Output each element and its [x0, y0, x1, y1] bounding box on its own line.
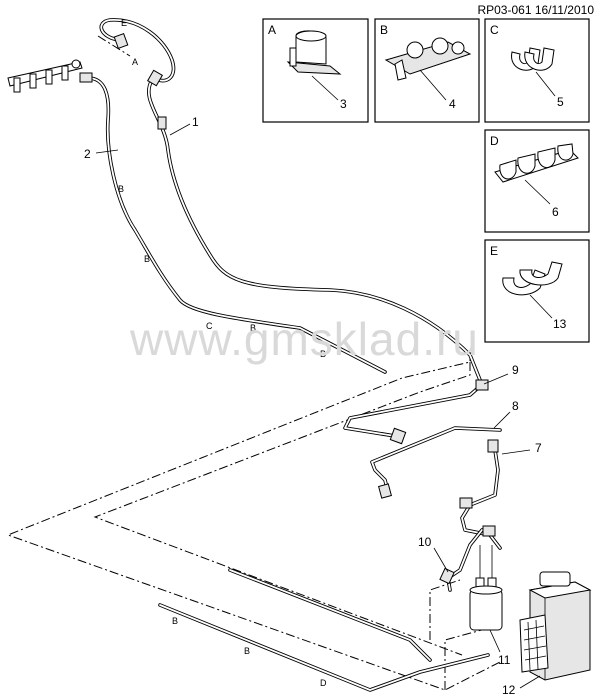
callout-9: 9: [512, 363, 519, 377]
detail-letter-e: E: [490, 244, 498, 258]
pipe-8: [370, 426, 502, 494]
zone-label-b: B: [144, 254, 150, 264]
zone-label-c: C: [206, 321, 213, 331]
callout-1: 1: [192, 115, 199, 129]
callout-8: 8: [512, 399, 519, 413]
part-number-13: 13: [553, 317, 567, 331]
detail-box-a: A 3: [262, 18, 369, 123]
callout-12: 12: [502, 683, 516, 697]
part-number-5: 5: [557, 95, 564, 109]
chassis-outline: [6, 35, 501, 691]
reference-code: RP03-061 16/11/2010: [477, 3, 594, 17]
detail-letter-c: C: [490, 23, 499, 37]
pipe-2: [86, 76, 387, 374]
zone-label-b: B: [118, 184, 124, 194]
callout-7: 7: [535, 441, 542, 455]
zone-label-a: A: [132, 57, 138, 67]
clip-b-drawing: [384, 37, 472, 81]
callout-2: 2: [84, 147, 91, 161]
part-number-4: 4: [449, 97, 456, 111]
pipe-9: [343, 386, 480, 438]
detail-box-b: B 4: [374, 18, 480, 123]
detail-letter-d: D: [490, 134, 499, 148]
zone-label-b: B: [244, 646, 250, 656]
part-number-3: 3: [340, 97, 347, 111]
detail-box-d: D 6: [484, 129, 590, 233]
callout-10: 10: [418, 535, 432, 549]
zone-label-b: B: [172, 616, 178, 626]
zone-label-b: B: [320, 349, 326, 359]
fuel-rail: [7, 59, 83, 93]
pipe-mid-lower: [228, 568, 432, 662]
callout-leaders: [95, 123, 541, 689]
callout-11: 11: [498, 653, 511, 667]
evap-canister: [519, 571, 592, 681]
pipe-long-lower: [158, 603, 490, 692]
pipe-1: [146, 78, 484, 387]
detail-box-e: E 13: [484, 239, 590, 343]
part-number-6: 6: [552, 205, 559, 219]
zone-label-b: B: [250, 323, 256, 333]
zone-label-d: D: [320, 678, 327, 688]
pipe-connectors: [79, 33, 499, 585]
fuel-filter: [469, 545, 503, 631]
clip-e-drawing: [502, 261, 563, 296]
clip-c-drawing: [511, 47, 555, 71]
detail-letter-a: A: [268, 23, 276, 37]
detail-letter-b: B: [380, 23, 388, 37]
clip-d-drawing: [494, 143, 579, 183]
pipe-top-loop: [99, 18, 176, 83]
clip-a-drawing: [286, 30, 342, 75]
detail-box-c: C 5: [484, 18, 590, 123]
zone-label-e: E: [121, 18, 127, 28]
